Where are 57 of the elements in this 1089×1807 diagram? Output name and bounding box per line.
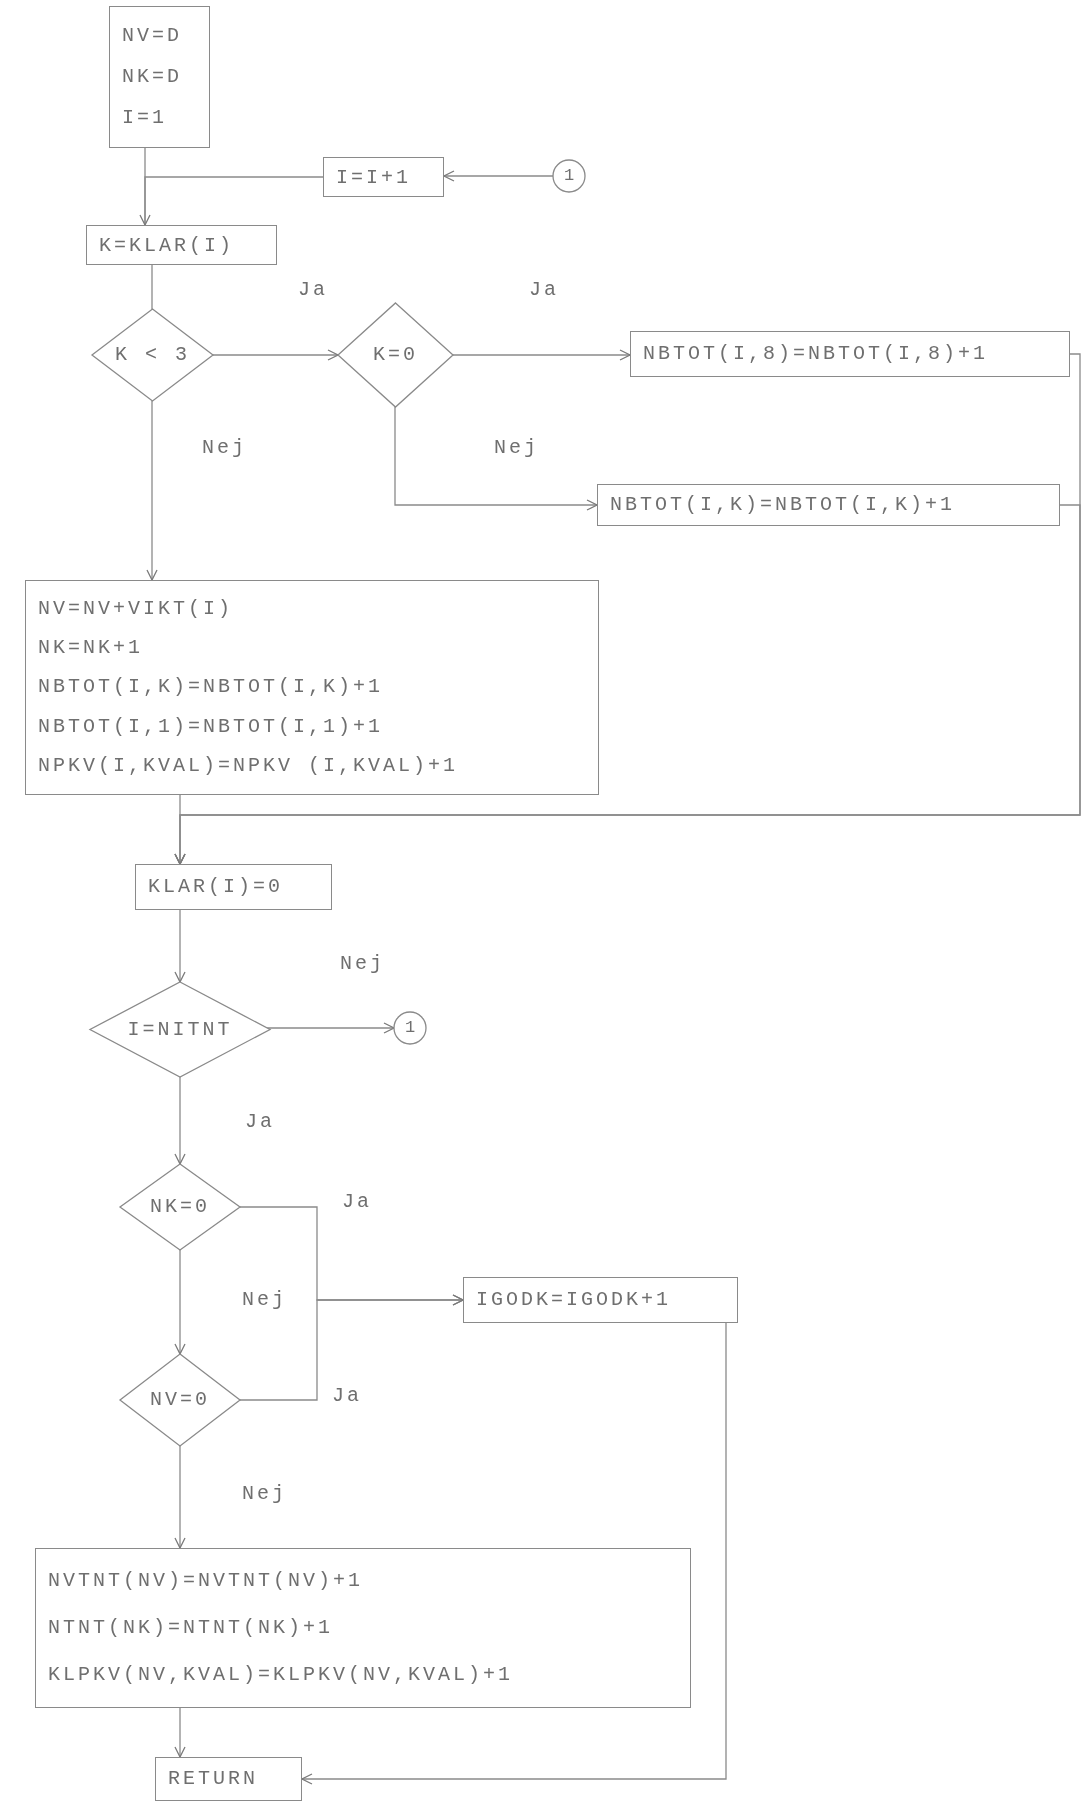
statement-text: RETURN	[168, 1767, 259, 1791]
statement-text: I=1	[122, 106, 168, 131]
arrow	[239, 1294, 464, 1401]
decision-diamond	[120, 1354, 240, 1446]
statement-text: NBTOT(I,1)=NBTOT(I,1)+1	[38, 714, 385, 739]
statement-text: 1	[563, 165, 575, 187]
statement-text: NV=D	[122, 23, 183, 48]
process-box	[35, 1548, 691, 1708]
decision-diamond	[120, 1164, 240, 1250]
arrow	[301, 1322, 727, 1785]
process-box	[597, 484, 1060, 526]
statement-text: 1	[404, 1017, 416, 1039]
process-box	[135, 864, 332, 910]
statement-text: NBTOT(I,K)=NBTOT(I,K)+1	[610, 493, 957, 517]
statement-text: K=0	[373, 343, 418, 367]
arrow	[394, 405, 598, 511]
statement-text: I=NITNT	[127, 1017, 233, 1042]
process-box	[109, 6, 210, 148]
arrow	[266, 1022, 395, 1034]
arrow	[174, 1249, 186, 1355]
statement-text: NK=D	[122, 65, 183, 89]
arrow	[174, 1076, 186, 1165]
process-box	[630, 331, 1070, 377]
arrow	[452, 349, 631, 361]
arrow	[174, 909, 186, 983]
statement-text: NV=NV+VIKT(I)	[38, 596, 235, 621]
statement-text: NBTOT(I,K)=NBTOT(I,K)+1	[38, 675, 385, 700]
connector-circle	[553, 160, 585, 192]
process-box	[323, 157, 444, 197]
decision-diamond	[92, 309, 213, 401]
statement-text: NTNT(NK)=NTNT(NK)+1	[48, 1616, 335, 1640]
statement-text: NPKV(I,KVAL)=NPKV (I,KVAL)+1	[38, 754, 460, 779]
arrow	[443, 170, 554, 182]
statement-text: I=I+1	[336, 166, 412, 190]
arrow	[139, 176, 324, 226]
statement-text: NK=NK+1	[38, 636, 144, 661]
decision-diamond	[90, 982, 270, 1077]
process-box	[86, 225, 277, 265]
statement-text: NVTNT(NV)=NVTNT(NV)+1	[48, 1568, 365, 1593]
process-box	[25, 580, 599, 795]
statement-text: IGODK=IGODK+1	[476, 1288, 673, 1312]
statement-text: K < 3	[115, 343, 190, 367]
arrow	[212, 349, 339, 361]
decision-diamond	[338, 303, 453, 407]
process-box	[463, 1277, 738, 1323]
connector-circle	[394, 1012, 426, 1044]
statement-text: KLAR(I)=0	[148, 875, 285, 899]
arrow	[146, 399, 158, 581]
process-box	[155, 1757, 302, 1801]
arrow	[174, 1707, 186, 1758]
arrow	[174, 1445, 186, 1549]
arrow	[174, 794, 186, 865]
statement-text: NV=0	[150, 1388, 210, 1412]
statement-text: NBTOT(I,8)=NBTOT(I,8)+1	[643, 342, 990, 366]
statement-text: KLPKV(NV,KVAL)=KLPKV(NV,KVAL)+1	[48, 1663, 515, 1688]
statement-text: NK=0	[150, 1195, 210, 1219]
statement-text: K=KLAR(I)	[99, 234, 236, 258]
